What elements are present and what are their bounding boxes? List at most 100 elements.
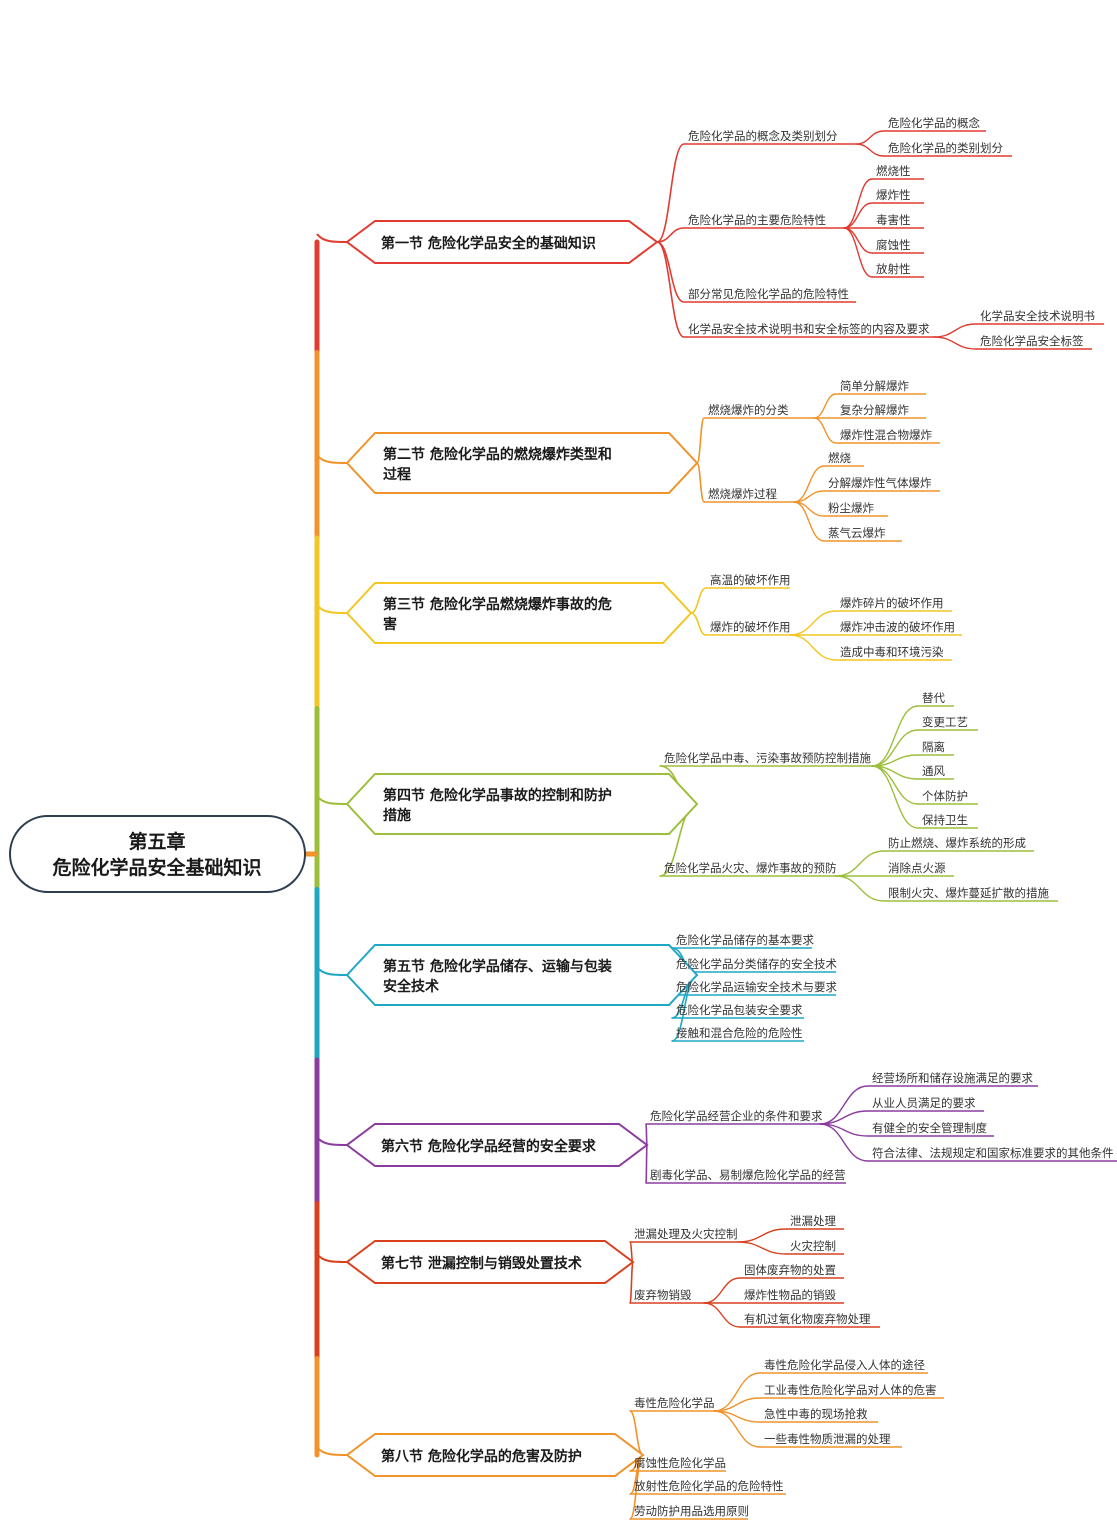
- topic-label[interactable]: 接触和混合危险的危险性: [676, 1026, 803, 1040]
- leaf-label[interactable]: 符合法律、法规规定和国家标准要求的其他条件: [872, 1146, 1114, 1160]
- section-title: 第二节 危险化学品的燃烧爆炸类型和: [383, 446, 612, 463]
- leaf-label[interactable]: 替代: [922, 691, 945, 705]
- leaf-label[interactable]: 蒸气云爆炸: [828, 526, 886, 540]
- leaf-label[interactable]: 复杂分解爆炸: [840, 403, 909, 417]
- topic-label[interactable]: 化学品安全技术说明书和安全标签的内容及要求: [688, 322, 930, 336]
- leaf-label[interactable]: 爆炸性物品的销毁: [744, 1288, 836, 1302]
- leaf-line: [813, 417, 837, 444]
- leaf-label[interactable]: 保持卫生: [922, 813, 968, 827]
- leaf-line: [933, 323, 977, 338]
- branch-line: [696, 417, 705, 464]
- section-connector: [316, 1446, 348, 1456]
- leaf-label[interactable]: 有机过氧化物废弃物处理: [744, 1312, 871, 1326]
- leaf-line: [843, 227, 873, 278]
- topic-label[interactable]: 废弃物销毁: [634, 1288, 692, 1302]
- topic-label[interactable]: 燃烧爆炸的分类: [708, 403, 789, 417]
- leaf-label[interactable]: 消除点火源: [888, 861, 946, 875]
- leaf-label[interactable]: 工业毒性危险化学品对人体的危害: [764, 1383, 937, 1397]
- leaf-label[interactable]: 简单分解爆炸: [840, 379, 909, 393]
- topic-label[interactable]: 燃烧爆炸过程: [708, 487, 777, 501]
- leaf-line: [933, 336, 977, 350]
- leaf-label[interactable]: 燃烧: [828, 451, 851, 465]
- branch-line: [690, 612, 707, 636]
- root-title-line2: 危险化学品安全基础知识: [52, 856, 261, 879]
- topic-label[interactable]: 危险化学品中毒、污染事故预防控制措施: [664, 751, 871, 765]
- leaf-label[interactable]: 危险化学品的类别划分: [888, 141, 1003, 155]
- section-node[interactable]: 第一节 危险化学品安全的基础知识: [345, 220, 659, 264]
- topic-label[interactable]: 危险化学品的主要危险特性: [688, 213, 826, 227]
- topic-label[interactable]: 危险化学品运输安全技术与要求: [676, 980, 837, 994]
- leaf-label[interactable]: 毒性危险化学品侵入人体的途径: [764, 1358, 925, 1372]
- section-connector: [316, 454, 348, 464]
- leaf-label[interactable]: 隔离: [922, 740, 945, 754]
- leaf-label[interactable]: 经营场所和储存设施满足的要求: [872, 1071, 1033, 1085]
- section-node[interactable]: 第七节 泄漏控制与销毁处置技术: [345, 1240, 635, 1284]
- topic-label[interactable]: 危险化学品经营企业的条件和要求: [650, 1109, 823, 1123]
- leaf-label[interactable]: 限制火灾、爆炸蔓延扩散的措施: [888, 886, 1049, 900]
- topic-label[interactable]: 毒性危险化学品: [634, 1396, 715, 1410]
- topic-label[interactable]: 劳动防护用品选用原则: [634, 1504, 749, 1518]
- leaf-label[interactable]: 从业人员满足的要求: [872, 1096, 976, 1110]
- branch-line: [656, 227, 685, 243]
- section-title: 安全技术: [383, 978, 439, 995]
- section-connector: [316, 233, 348, 243]
- topic-label[interactable]: 危险化学品的概念及类别划分: [688, 129, 838, 143]
- leaf-label[interactable]: 有健全的安全管理制度: [872, 1121, 987, 1135]
- leaf-label[interactable]: 爆炸冲击波的破坏作用: [840, 620, 955, 634]
- root-node[interactable]: 第五章 危险化学品安全基础知识: [9, 815, 306, 893]
- topic-label[interactable]: 放射性危险化学品的危险特性: [634, 1479, 784, 1493]
- section-title: 第五节 危险化学品储存、运输与包装: [383, 958, 613, 975]
- topic-label[interactable]: 泄漏处理及火灾控制: [634, 1227, 738, 1241]
- leaf-line: [793, 501, 825, 542]
- topic-label[interactable]: 危险化学品储存的基本要求: [676, 933, 814, 947]
- leaf-label[interactable]: 急性中毒的现场抢救: [764, 1407, 868, 1421]
- topic-label[interactable]: 爆炸的破坏作用: [710, 620, 791, 634]
- leaf-label[interactable]: 粉尘爆炸: [828, 501, 874, 515]
- leaf-label[interactable]: 造成中毒和环境污染: [840, 645, 944, 659]
- topic-label[interactable]: 危险化学品分类储存的安全技术: [676, 957, 837, 971]
- leaf-label[interactable]: 泄漏处理: [790, 1214, 836, 1228]
- leaf-label[interactable]: 爆炸性: [876, 188, 911, 202]
- leaf-label[interactable]: 危险化学品安全标签: [980, 334, 1084, 348]
- section-connector: [316, 966, 348, 976]
- leaf-label[interactable]: 腐蚀性: [876, 238, 911, 252]
- section-title: 第八节 危险化学品的危害及防护: [381, 1448, 582, 1465]
- leaf-label[interactable]: 燃烧性: [876, 164, 911, 178]
- leaf-line: [789, 610, 837, 636]
- leaf-label[interactable]: 化学品安全技术说明书: [980, 309, 1095, 323]
- leaf-label[interactable]: 危险化学品的概念: [888, 116, 980, 130]
- topic-label[interactable]: 危险化学品火灾、爆炸事故的预防: [664, 861, 837, 875]
- section-connector: [316, 1253, 348, 1263]
- leaf-label[interactable]: 防止燃烧、爆炸系统的形成: [888, 836, 1026, 850]
- leaf-label[interactable]: 火灾控制: [790, 1239, 836, 1253]
- topic-label[interactable]: 危险化学品包装安全要求: [676, 1003, 803, 1017]
- leaf-label[interactable]: 爆炸碎片的破坏作用: [840, 596, 944, 610]
- leaf-label[interactable]: 分解爆炸性气体爆炸: [828, 476, 932, 490]
- section-title: 害: [383, 616, 397, 633]
- leaf-label[interactable]: 一些毒性物质泄漏的处理: [764, 1432, 891, 1446]
- leaf-line: [871, 765, 919, 829]
- branch-line: [645, 1144, 648, 1184]
- section-node[interactable]: 第八节 危险化学品的危害及防护: [345, 1433, 645, 1477]
- root-title-line1: 第五章: [128, 830, 185, 853]
- leaf-label[interactable]: 固体废弃物的处置: [744, 1263, 836, 1277]
- leaf-label[interactable]: 通风: [922, 764, 945, 778]
- leaf-line: [855, 143, 885, 157]
- leaf-line: [819, 1123, 869, 1162]
- leaf-label[interactable]: 变更工艺: [922, 715, 968, 729]
- topic-label[interactable]: 腐蚀性危险化学品: [634, 1456, 726, 1470]
- leaf-label[interactable]: 毒害性: [876, 213, 911, 227]
- topic-label[interactable]: 部分常见危险化学品的危险特性: [688, 287, 849, 301]
- leaf-label[interactable]: 放射性: [876, 262, 911, 276]
- topic-label[interactable]: 高温的破坏作用: [710, 573, 791, 587]
- leaf-line: [819, 1085, 869, 1125]
- section-node[interactable]: 第六节 危险化学品经营的安全要求: [345, 1123, 649, 1167]
- branch-line: [656, 241, 685, 338]
- leaf-label[interactable]: 爆炸性混合物爆炸: [840, 428, 932, 442]
- leaf-label[interactable]: 个体防护: [922, 789, 968, 803]
- topic-label[interactable]: 剧毒化学品、易制爆危险化学品的经营: [650, 1168, 846, 1182]
